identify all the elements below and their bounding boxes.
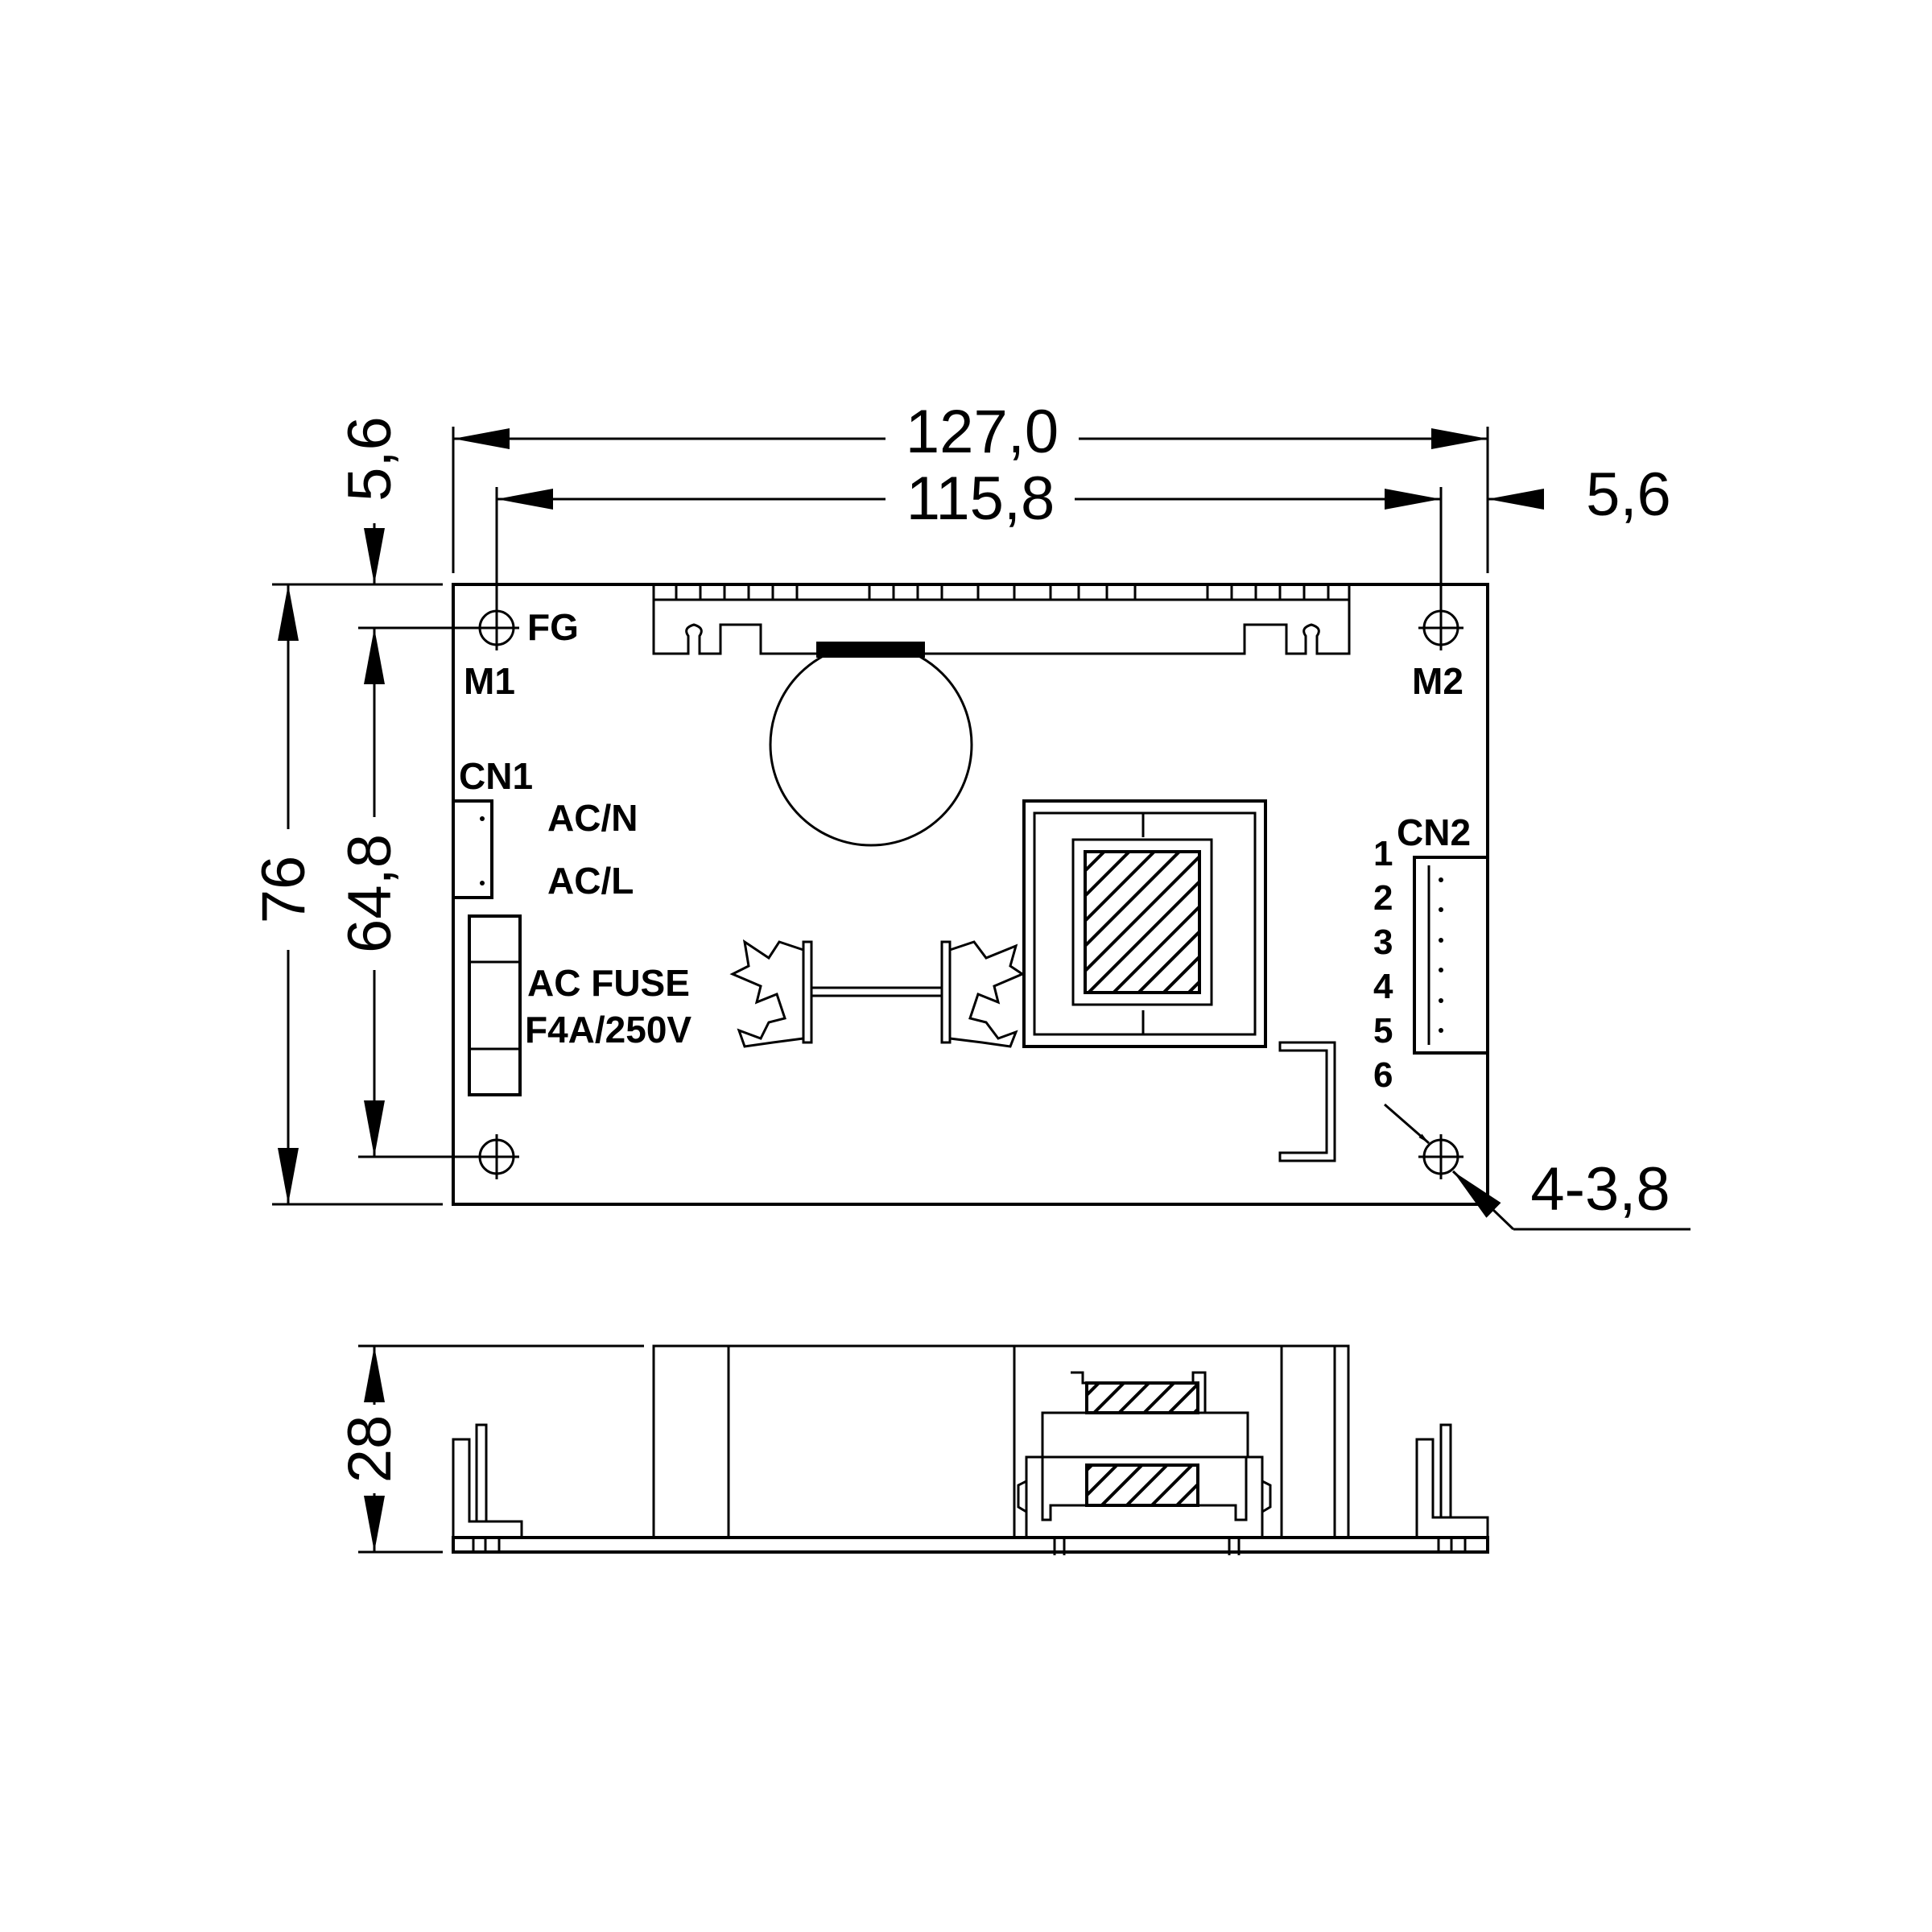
side-bracket-right <box>1415 1438 1489 1538</box>
ac-l-label: AC/L <box>547 860 634 902</box>
cn1-label: CN1 <box>459 755 533 797</box>
mounting-hole-m2 <box>1418 605 1463 650</box>
m1-label: M1 <box>464 660 515 702</box>
cn1-connector <box>452 799 493 899</box>
side-extension-lines <box>358 1344 644 1554</box>
cn2-pin-6: 6 <box>1373 1055 1393 1095</box>
dim-hole-offset-top: 5,6 <box>336 416 404 584</box>
dim-hole-offset-right: 5,6 <box>1431 460 1671 529</box>
cn2-pin-5: 5 <box>1373 1011 1393 1051</box>
capacitor <box>769 642 973 847</box>
dim-hole-offset-right-label: 5,6 <box>1586 460 1671 529</box>
heatsink-right <box>940 940 1026 1048</box>
fg-label: FG <box>527 606 579 648</box>
dim-hole-spacing-x-label: 115,8 <box>906 464 1055 533</box>
side-pcb <box>452 1536 1489 1554</box>
fuse-label-line2: F4A/250V <box>525 1009 691 1051</box>
fuse <box>468 914 522 1096</box>
mounting-hole-m1 <box>474 605 519 650</box>
dim-overall-height-label: 76 <box>250 856 318 924</box>
heatsink-strip <box>652 584 1351 655</box>
side-bracket-left <box>452 1438 523 1538</box>
dim-overall-width: 127,0 <box>453 398 1488 466</box>
heatsink-left <box>729 939 813 1048</box>
transformer <box>1022 799 1267 1048</box>
dim-overall-height: 76 <box>250 584 318 1204</box>
side-view: 28 <box>336 1344 1489 1555</box>
cn2-connector <box>1413 856 1489 1055</box>
mounting-hole-bottom-right <box>1418 1134 1463 1179</box>
dim-hole-offset-top-label: 5,6 <box>336 416 404 502</box>
side-heatsink-block <box>652 1344 1350 1539</box>
mounting-hole-bottom-left <box>474 1134 519 1179</box>
top-view: FG M1 M2 CN1 AC/N AC/L AC FUSE F4A/250V … <box>250 398 1690 1231</box>
dim-hole-spacing-x: 115,8 <box>497 464 1441 533</box>
cn2-pin-4: 4 <box>1373 967 1393 1006</box>
side-transformer <box>1017 1371 1272 1538</box>
m2-label: M2 <box>1412 660 1463 702</box>
dim-module-height: 28 <box>336 1346 404 1552</box>
cn2-pin-1: 1 <box>1373 834 1393 873</box>
bracket <box>1278 1041 1336 1162</box>
dim-hole-spec-label: 4-3,8 <box>1530 1155 1670 1224</box>
cn2-pin-3: 3 <box>1373 923 1393 962</box>
cn2-pin-2: 2 <box>1373 878 1393 918</box>
fuse-label-line1: AC FUSE <box>527 962 690 1004</box>
cn2-label: CN2 <box>1397 811 1471 853</box>
dim-hole-spacing-y-label: 64,8 <box>336 834 404 953</box>
dim-hole-spec: 4-3,8 <box>1384 1103 1690 1231</box>
dim-overall-width-label: 127,0 <box>906 398 1059 466</box>
transformer-winding <box>1084 850 1201 994</box>
dim-hole-spacing-y: 64,8 <box>336 628 404 1157</box>
dim-module-height-label: 28 <box>336 1415 404 1484</box>
ac-n-label: AC/N <box>547 797 638 839</box>
